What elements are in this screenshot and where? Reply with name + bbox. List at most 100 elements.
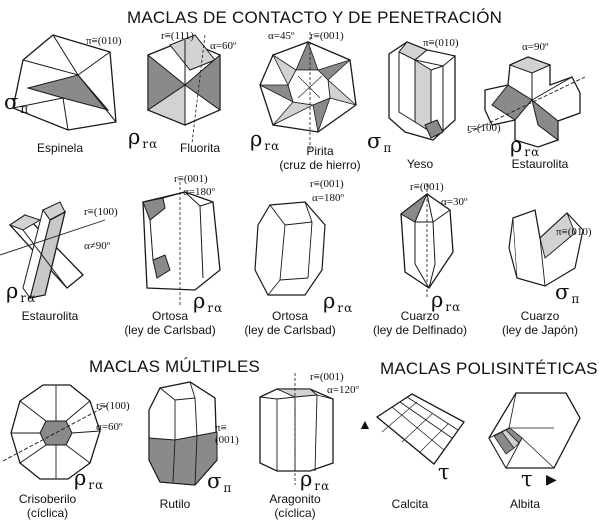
- cuarzo-2-plane-annotation: π≡(010): [556, 226, 592, 238]
- estaurolita-1-drawing: [467, 56, 586, 148]
- cuarzo-2-figure: [505, 208, 585, 288]
- yeso-drawing: [388, 41, 457, 141]
- estaurolita-2-angle-annotation: α≠90º: [84, 240, 111, 252]
- cuarzo-1-angle-annotation: α=30º: [441, 196, 468, 208]
- calcita-symmetry-symbol: τ: [438, 460, 450, 484]
- ortosa-2-plane-annotation: r≡(001): [310, 178, 344, 190]
- ortosa-2-angle-annotation: α=180º: [312, 192, 344, 204]
- crisoberilo-plane-annotation: r≡(100): [96, 400, 130, 412]
- aragonito-angle-annotation: α=120º: [327, 384, 359, 396]
- aragonito-label: Aragonito (cíclica): [255, 492, 335, 520]
- cuarzo-1-subname: (ley de Delfinado): [372, 323, 468, 337]
- pirita-subname: (cruz de hierro): [279, 158, 361, 172]
- rutilo-plane-annotation: π≡: [215, 422, 227, 434]
- estaurolita-1-plane-annotation: r=(100): [467, 122, 501, 134]
- crisoberilo-figure: [2, 383, 109, 483]
- albita-label: Albita: [509, 497, 541, 511]
- ortosa-1-subname: (ley de Carlsbad): [124, 323, 216, 337]
- ortosa-2-subname: (ley de Carlsbad): [244, 323, 336, 337]
- cuarzo-1-figure: [395, 184, 460, 298]
- pirita-angle-annotation: α=45º: [268, 30, 295, 42]
- fluorita-drawing: [146, 34, 221, 144]
- fluorita-label: Fluorita: [179, 141, 220, 155]
- albita-drawing: [488, 392, 581, 469]
- cuarzo-1-drawing: [400, 184, 454, 298]
- estaurolita-2-figure: [0, 200, 106, 305]
- cuarzo-1-label: Cuarzo (ley de Delfinado): [360, 309, 480, 337]
- aragonito-drawing: [259, 373, 334, 485]
- rutilo-plane-index-annotation: (001): [215, 434, 239, 446]
- ortosa-1-drawing: [142, 182, 221, 305]
- ortosa-1-label: Ortosa (ley de Carlsbad): [120, 309, 220, 337]
- calcita-figure: [372, 392, 467, 467]
- yeso-plane-annotation: π≡(010): [423, 37, 459, 49]
- ortosa-1-name: Ortosa: [151, 309, 188, 323]
- estaurolita-2-plane-annotation: r≡(100): [84, 206, 118, 218]
- espinela-figure: [8, 30, 123, 135]
- pirita-figure: [258, 32, 358, 150]
- albita-right-arrow-icon: ▶: [546, 471, 557, 487]
- aragonito-figure: [255, 373, 340, 485]
- cuarzo-1-plane-annotation: r≡(001): [410, 181, 444, 193]
- crisoberilo-subname: (cíclica): [26, 506, 69, 520]
- cuarzo-2-drawing: [508, 209, 584, 287]
- pirita-label: Pirita (cruz de hierro): [270, 144, 370, 172]
- espinela-drawing: [12, 34, 117, 131]
- heading-multiple-twins: MACLAS MÚLTIPLES: [89, 357, 261, 376]
- estaurolita-1-figure: [467, 55, 586, 150]
- estaurolita-1-label: Estaurolita: [511, 157, 569, 171]
- ortosa-2-drawing: [254, 201, 326, 296]
- ortosa-2-name: Ortosa: [271, 309, 308, 323]
- cuarzo-1-name: Cuarzo: [400, 309, 440, 323]
- espinela-plane-annotation: π≡(010): [86, 35, 122, 47]
- albita-figure: [484, 388, 584, 473]
- pirita-name: Pirita: [306, 144, 334, 158]
- pirita-drawing: [259, 32, 357, 150]
- espinela-label: Espinela: [36, 141, 84, 155]
- rutilo-figure: [145, 380, 220, 490]
- ortosa-2-label: Ortosa (ley de Carlsbad): [240, 309, 340, 337]
- crisoberilo-angle-annotation: α=60º: [96, 421, 123, 433]
- estaurolita-2-label: Estaurolita: [21, 309, 79, 323]
- yeso-label: Yeso: [406, 157, 434, 171]
- cuarzo-2-label: Cuarzo (ley de Japón): [495, 309, 585, 337]
- calcita-up-arrow-icon: ▲: [358, 416, 372, 432]
- rutilo-label: Rutilo: [159, 497, 191, 511]
- calcita-label: Calcita: [391, 497, 429, 511]
- crisoberilo-label: Crisoberilo (cíclica): [10, 492, 85, 520]
- fluorita-angle-annotation: α=60º: [210, 40, 237, 52]
- fluorita-figure: [140, 34, 230, 144]
- calcita-drawing: [375, 393, 465, 465]
- crisoberilo-drawing: [2, 384, 109, 480]
- estaurolita-2-drawing: [0, 201, 106, 300]
- albita-symmetry-symbol: τ: [521, 467, 533, 491]
- cuarzo-2-subname: (ley de Japón): [501, 323, 579, 337]
- estaurolita-1-angle-annotation: α=90º: [522, 41, 549, 53]
- aragonito-name: Aragonito: [269, 492, 321, 506]
- fluorita-plane-annotation: r≡(111): [161, 30, 194, 42]
- ortosa-2-figure: [250, 200, 330, 300]
- crisoberilo-name: Crisoberilo: [18, 492, 77, 506]
- cuarzo-2-name: Cuarzo: [520, 309, 560, 323]
- rutilo-drawing: [148, 381, 218, 486]
- aragonito-subname: (cíclica): [274, 506, 316, 520]
- aragonito-plane-annotation: r≡(001): [310, 371, 344, 383]
- heading-polysynthetic-twins: MACLAS POLISINTÉTICAS: [380, 359, 598, 378]
- ortosa-1-plane-annotation: r≡(001): [174, 173, 208, 185]
- ortosa-1-angle-annotation: α=180º: [183, 186, 215, 198]
- ortosa-1-figure: [135, 182, 225, 305]
- heading-contact-penetration: MACLAS DE CONTACTO Y DE PENETRACIÓN: [127, 8, 503, 27]
